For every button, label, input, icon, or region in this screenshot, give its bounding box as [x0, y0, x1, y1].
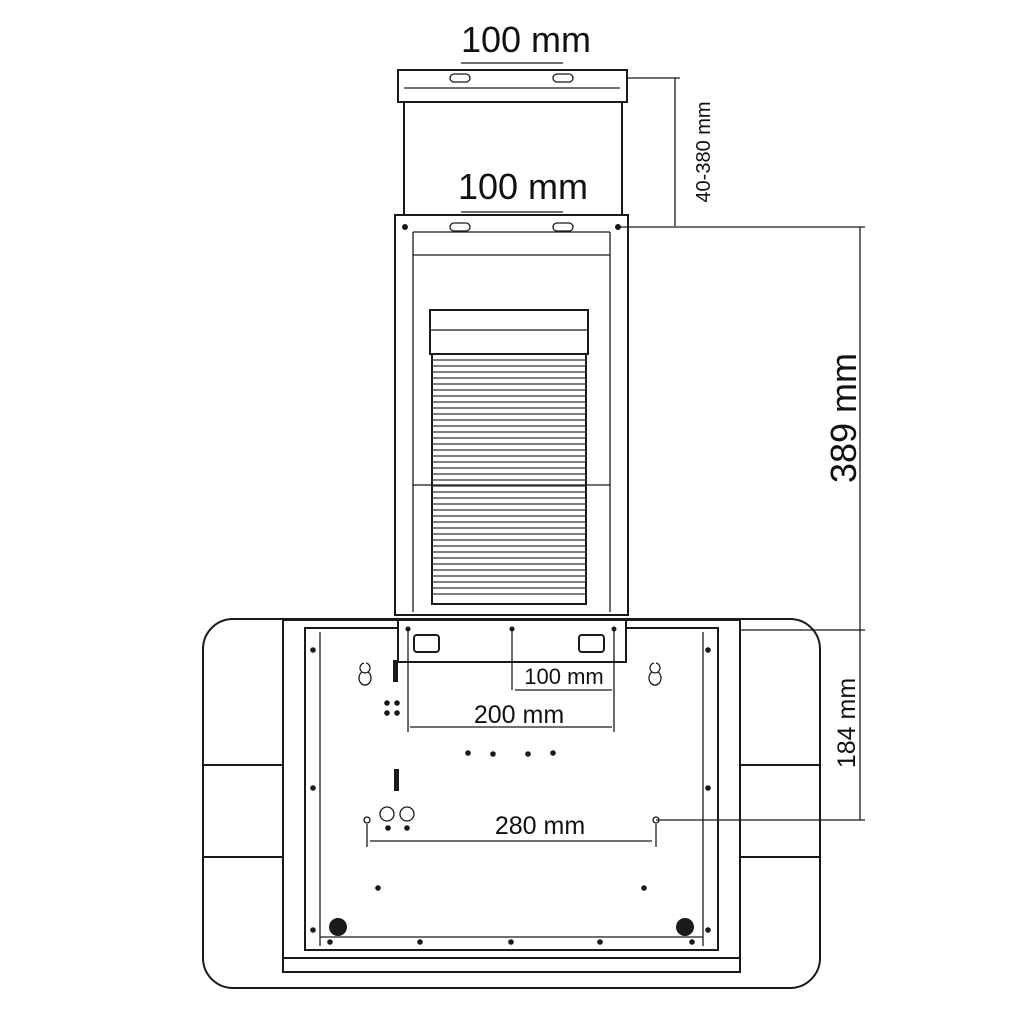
screw-hole [417, 939, 423, 945]
flexible-duct [429, 309, 589, 605]
extension-range-label: 40-380 mm [693, 101, 715, 202]
screw-hole [490, 751, 496, 757]
screw-hole [597, 939, 603, 945]
screw-hole [550, 750, 556, 756]
top-bracket-spacing-label: 100 mm [461, 19, 591, 60]
screw-hole [310, 647, 316, 653]
screw-hole [375, 885, 381, 891]
chimney-bracket-spacing-label: 100 mm [458, 166, 588, 207]
screw-hole [465, 750, 471, 756]
bracket-outer-spacing-label: 200 mm [474, 701, 564, 729]
screw-hole [508, 939, 514, 945]
screw-hole [641, 885, 647, 891]
hood-body [202, 618, 821, 989]
lower-chimney [394, 214, 629, 616]
dimension-lines [366, 62, 865, 847]
mount-height-label: 184 mm [833, 678, 861, 768]
screw-hole [705, 647, 711, 653]
screw-hole [384, 710, 390, 716]
screw-hole [384, 700, 390, 706]
screw-hole [689, 939, 695, 945]
screw-hole [310, 927, 316, 933]
screw-hole [394, 710, 400, 716]
screw-hole [705, 927, 711, 933]
mount-spacing-label: 280 mm [495, 812, 585, 840]
screw-hole [327, 939, 333, 945]
upper-chimney [397, 69, 628, 215]
screw-hole [385, 825, 391, 831]
screw-hole [705, 785, 711, 791]
screw-hole [310, 785, 316, 791]
screw-hole [404, 825, 410, 831]
bracket-inner-spacing-label: 100 mm [524, 664, 603, 689]
chimney-height-label: 389 mm [823, 353, 864, 483]
screw-hole [394, 700, 400, 706]
screw-hole [525, 751, 531, 757]
